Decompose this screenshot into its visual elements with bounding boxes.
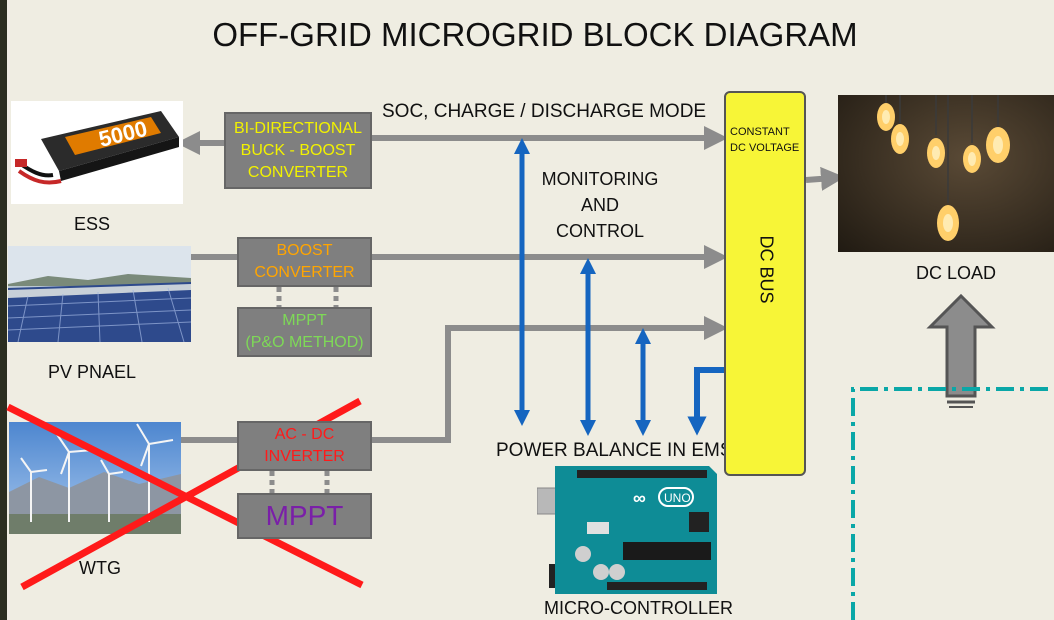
dc-bus-bar: CONSTANT DC VOLTAGE DC BUS xyxy=(724,91,806,476)
wtg-label: WTG xyxy=(79,558,121,579)
bidirectional-converter-box: BI-DIRECTIONAL BUCK - BOOST CONVERTER xyxy=(224,112,372,189)
bus-load-arrow xyxy=(806,178,833,180)
power-balance-label: POWER BALANCE IN EMS xyxy=(496,440,733,462)
arduino-illustration: ∞ UNO xyxy=(537,462,722,598)
microcontroller-label: MICRO-CONTROLLER xyxy=(544,598,733,619)
boost-converter-box: BOOST CONVERTER xyxy=(237,237,372,287)
arduino-model-text: UNO xyxy=(664,491,691,505)
control-arrow-bus xyxy=(697,370,724,426)
battery-illustration: 5000 xyxy=(11,101,183,204)
pv-label: PV PNAEL xyxy=(48,362,136,383)
ac-dc-inverter-box: AC - DC INVERTER xyxy=(237,421,372,471)
acdc-line-2: INVERTER xyxy=(264,446,345,468)
pv-illustration xyxy=(8,246,191,342)
ess-label: ESS xyxy=(74,214,110,235)
boost-line-2: CONVERTER xyxy=(254,262,354,284)
constant-dc-label: CONSTANT DC VOLTAGE xyxy=(730,124,799,156)
monitoring-line-1: MONITORING xyxy=(530,166,670,192)
constant-dc-line-1: CONSTANT xyxy=(730,124,799,140)
boost-line-1: BOOST xyxy=(276,240,332,262)
mppt-pv-box: MPPT (P&O METHOD) xyxy=(237,307,372,357)
bidirectional-line-2: BUCK - BOOST xyxy=(241,140,356,162)
ess-battery-picture: 5000 xyxy=(11,101,183,204)
microcontroller-picture: ∞ UNO xyxy=(537,462,722,598)
monitoring-label: MONITORING AND CONTROL xyxy=(530,166,670,244)
mppt-pv-line-1: MPPT xyxy=(282,310,326,332)
dc-load-label: DC LOAD xyxy=(916,263,996,284)
boundary-dashdot xyxy=(853,389,1054,620)
bidirectional-line-1: BI-DIRECTIONAL xyxy=(234,118,362,140)
mppt-wtg-text: MPPT xyxy=(266,500,344,532)
monitoring-line-2: AND xyxy=(530,192,670,218)
big-up-arrow xyxy=(930,296,992,396)
mppt-pv-line-2: (P&O METHOD) xyxy=(245,332,363,354)
acdc-line-1: AC - DC xyxy=(275,424,335,446)
acdc-bus-arrow xyxy=(372,328,716,440)
mppt-wtg-box: MPPT xyxy=(237,493,372,539)
constant-dc-line-2: DC VOLTAGE xyxy=(730,140,799,156)
dc-load-picture xyxy=(838,95,1054,252)
bidirectional-line-3: CONVERTER xyxy=(248,162,348,184)
monitoring-line-3: CONTROL xyxy=(530,218,670,244)
svg-text:∞: ∞ xyxy=(633,488,646,508)
soc-mode-label: SOC, CHARGE / DISCHARGE MODE xyxy=(382,101,706,123)
bulbs-illustration xyxy=(838,95,1054,252)
dc-bus-label: DC BUS xyxy=(756,220,777,320)
pv-panel-picture xyxy=(8,246,191,342)
